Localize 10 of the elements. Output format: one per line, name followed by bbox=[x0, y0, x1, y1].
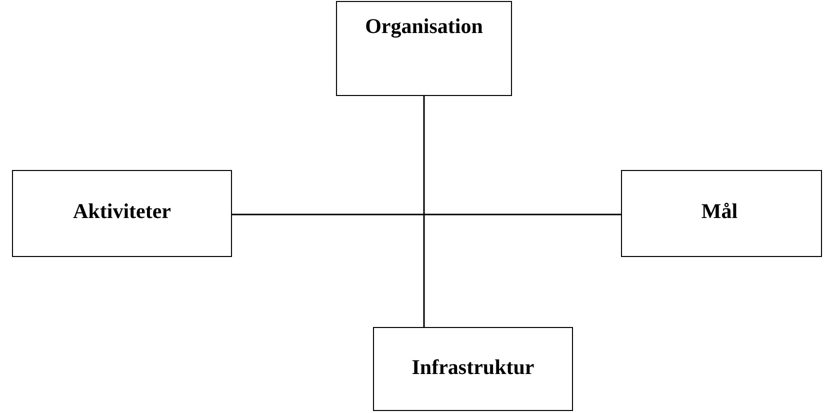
box-label: Aktiviteter bbox=[73, 199, 171, 224]
connector-line bbox=[423, 96, 425, 327]
concept-box bbox=[373, 327, 573, 411]
concept-box bbox=[12, 170, 232, 257]
concept-box bbox=[621, 170, 822, 257]
connector-line bbox=[232, 214, 621, 216]
box-label: Infrastruktur bbox=[412, 355, 534, 380]
concept-box bbox=[336, 1, 512, 96]
box-label: Mål bbox=[701, 199, 738, 224]
box-label: Organisation bbox=[365, 14, 483, 39]
